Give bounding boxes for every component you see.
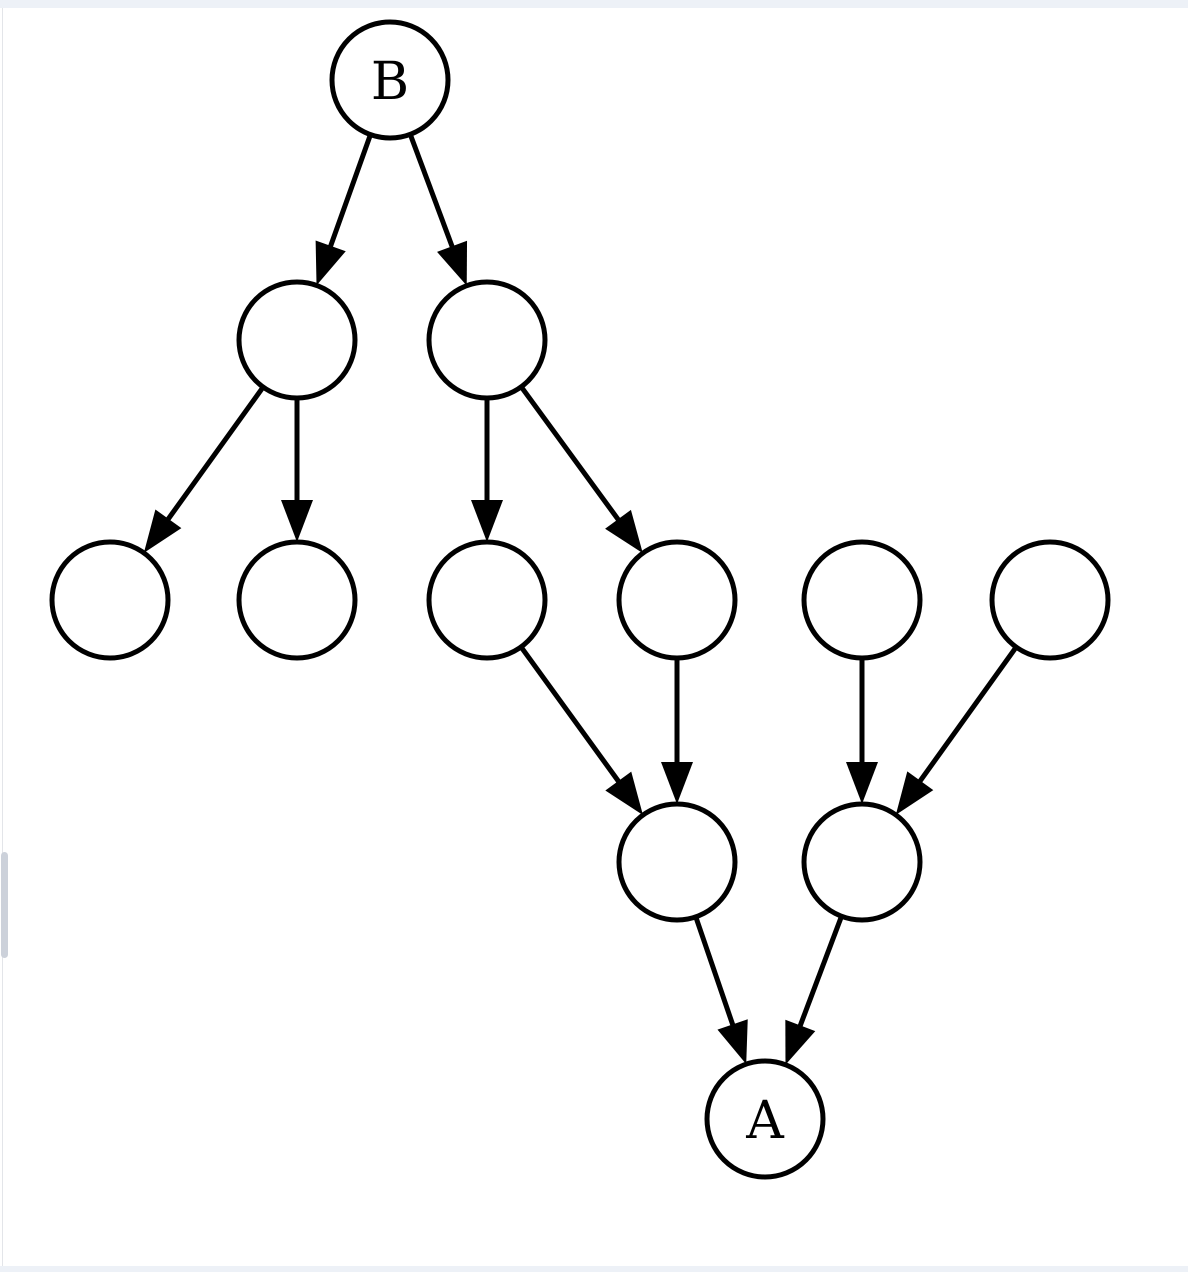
edge-arrowhead [717, 1019, 748, 1065]
graph-node-n5 [426, 539, 548, 661]
bottom-strip [0, 1266, 1188, 1272]
graph-node-n1 [236, 279, 358, 401]
graph-node-n3 [49, 539, 171, 661]
graph-edge-n8-n10 [916, 645, 1019, 785]
panel-left-border [2, 8, 3, 1266]
edge-arrowhead [895, 771, 934, 815]
edge-arrowhead [661, 762, 693, 804]
graph-node-n10 [801, 801, 923, 923]
dag-diagram: BA [49, 19, 1111, 1180]
graph-node-A [704, 1058, 826, 1180]
graph-node-n9 [616, 801, 738, 923]
graph-node-n8 [989, 539, 1111, 661]
edge-arrowhead [785, 1019, 816, 1065]
edge-arrowhead [846, 762, 878, 804]
graph-edge-B-n1 [327, 133, 373, 250]
graph-edge-B-n2 [407, 133, 456, 250]
graph-node-n6 [616, 539, 738, 661]
graph-node-n7 [801, 539, 923, 661]
graph-node-n2 [426, 279, 548, 401]
edge-arrowhead [437, 240, 468, 286]
graph-edge-n5-n9 [519, 645, 623, 785]
graph-edge-n1-n3 [164, 385, 266, 523]
top-strip [0, 0, 1188, 8]
node-label-B: B [371, 52, 409, 112]
graph-edge-n10-A [796, 915, 844, 1030]
edge-arrowhead [315, 240, 346, 286]
node-label-A: A [745, 1091, 785, 1151]
vertical-scrollbar-thumb[interactable] [1, 852, 8, 958]
graph-node-n4 [236, 539, 358, 661]
graph-node-B [329, 19, 451, 141]
edge-arrowhead [605, 771, 643, 816]
edge-arrowhead [281, 500, 313, 542]
graph-edge-n9-A [693, 916, 736, 1029]
edge-arrowhead [605, 509, 643, 554]
edge-arrowhead [471, 500, 503, 542]
edge-arrowhead [143, 509, 182, 553]
graph-edge-n2-n6 [519, 385, 622, 524]
